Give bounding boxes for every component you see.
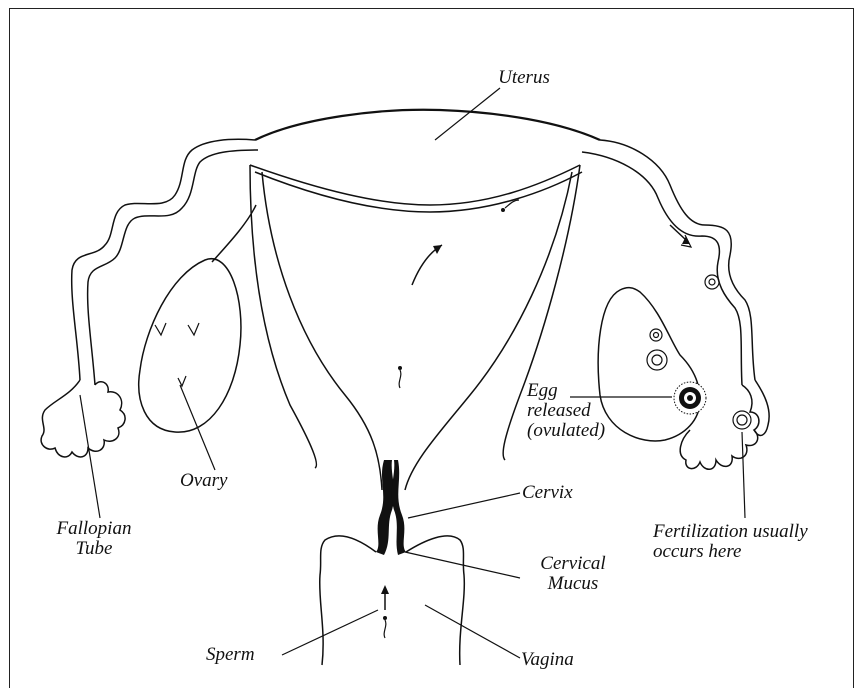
- cervical-mucus-label-line1: Cervical: [508, 554, 638, 574]
- cervix-leader: [408, 493, 520, 518]
- egg-in-tube: [705, 275, 719, 289]
- vagina-leader: [425, 605, 520, 658]
- fertilization-leader: [742, 432, 745, 518]
- left-fallopian-tube: [72, 139, 255, 380]
- sperm-in-uterus: [399, 370, 401, 388]
- fertilization-label-line2: occurs here: [653, 542, 808, 562]
- cervical-mucus-label-line2: Mucus: [508, 574, 638, 594]
- vagina-outline: [320, 536, 376, 665]
- sperm-in-vagina: [384, 620, 386, 638]
- sperm-label: Sperm: [206, 645, 255, 665]
- egg-label-line3: (ovulated): [527, 421, 605, 441]
- uterus-label: Uterus: [474, 68, 574, 88]
- cervix-label: Cervix: [522, 483, 573, 503]
- follicle-small: [650, 329, 662, 341]
- fallopian-tube-label: Fallopian Tube: [36, 519, 152, 559]
- vagina-label: Vagina: [521, 650, 574, 670]
- egg-label-line1: Egg: [527, 381, 605, 401]
- right-ovary: [598, 288, 700, 441]
- ovary-leader: [180, 385, 215, 470]
- left-ovary: [139, 259, 241, 432]
- cervical-mucus: [376, 460, 394, 555]
- fertilized-egg: [733, 411, 751, 429]
- follicle-medium: [647, 350, 667, 370]
- fertilization-label-line1: Fertilization usually: [653, 522, 808, 542]
- egg-label-line2: released: [527, 401, 605, 421]
- right-fallopian-tube: [600, 140, 755, 380]
- fallopian-tube-label-line2: Tube: [36, 539, 152, 559]
- uterus-outline: [255, 110, 600, 140]
- uterus-left-wall: [250, 165, 316, 468]
- left-fimbriae: [41, 380, 125, 457]
- mucus-leader: [405, 552, 520, 578]
- fertilization-label: Fertilization usually occurs here: [653, 522, 808, 562]
- ovary-label: Ovary: [180, 471, 227, 491]
- sperm-leader: [282, 610, 378, 655]
- fallopian-tube-label-line1: Fallopian: [36, 519, 152, 539]
- cervical-mucus-label: Cervical Mucus: [508, 554, 638, 594]
- egg-released-label: Egg released (ovulated): [527, 381, 605, 441]
- uterine-cavity: [250, 165, 580, 205]
